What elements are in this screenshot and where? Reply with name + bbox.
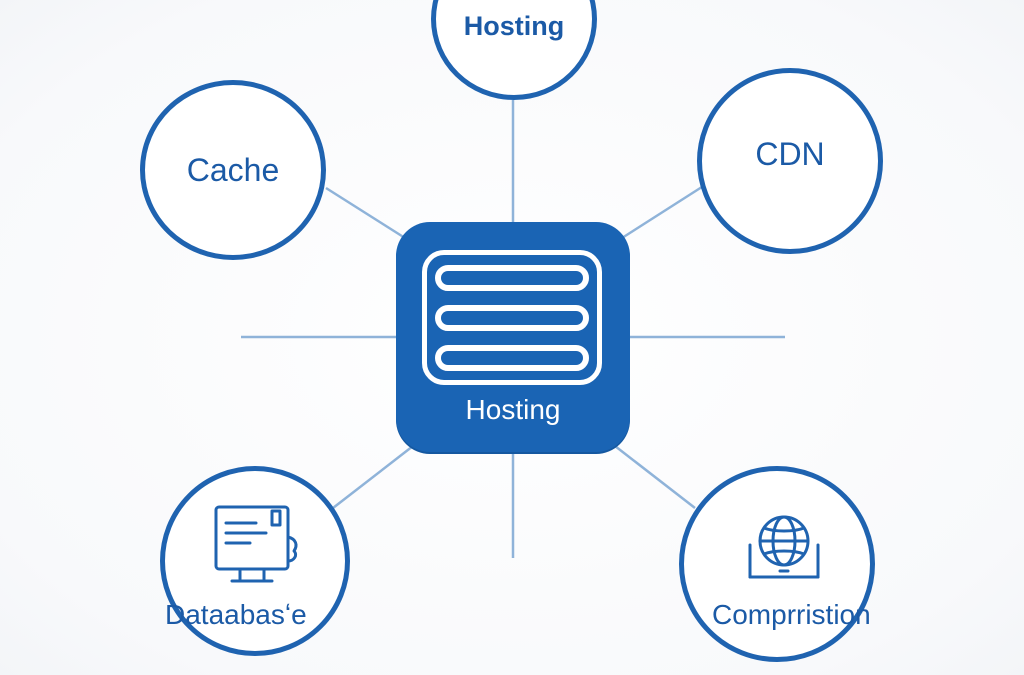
server-bar-top (435, 265, 589, 291)
node-cache-label: Cache (186, 151, 280, 188)
monitor-document-icon (214, 505, 298, 583)
connector-cache (325, 186, 406, 240)
node-compression: Comprristion (679, 466, 875, 662)
server-bar-middle (435, 305, 589, 331)
node-cdn: CDN (697, 68, 883, 254)
node-cache: Cache (140, 80, 326, 260)
connector-database (332, 445, 414, 509)
node-hosting-top-label: Hosting (463, 11, 565, 41)
server-bar-bottom (435, 345, 589, 371)
node-database: Dataabasʻe (160, 466, 350, 656)
connector-cdn (621, 183, 706, 240)
node-database-label: Dataabasʻe (165, 599, 307, 630)
node-compression-label: Comprristion (712, 599, 871, 630)
globe-icon (748, 515, 820, 579)
node-cdn-label: CDN (755, 135, 825, 172)
hub-label: Hosting (465, 394, 561, 425)
server-stack-icon (422, 250, 602, 385)
hub-hosting: Hosting (396, 222, 630, 452)
connector-compression (614, 445, 696, 509)
